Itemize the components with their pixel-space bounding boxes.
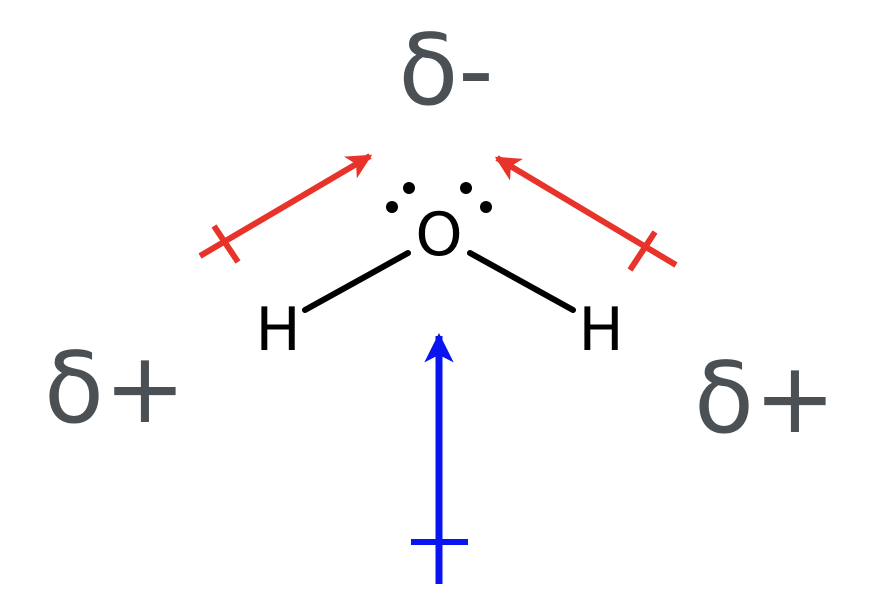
bond-o-h-right: [467, 250, 576, 313]
bond-dipole-arrow-right: [494, 155, 678, 272]
bond-dipole-arrow-left: [198, 153, 373, 264]
partial-charge-hydrogen-left: δ+: [44, 332, 186, 446]
hydrogen-atom-label-right: H: [578, 295, 623, 365]
partial-charge-oxygen: δ-: [398, 14, 493, 128]
oxygen-atom-label: O: [415, 200, 462, 270]
lone-pair-right: [460, 182, 492, 213]
net-dipole-arrow: [411, 333, 468, 584]
hydrogen-atom-label-left: H: [255, 295, 300, 365]
bond-o-h-left: [302, 250, 411, 313]
partial-charge-hydrogen-right: δ+: [694, 342, 836, 456]
lone-pair-left: [386, 182, 415, 213]
